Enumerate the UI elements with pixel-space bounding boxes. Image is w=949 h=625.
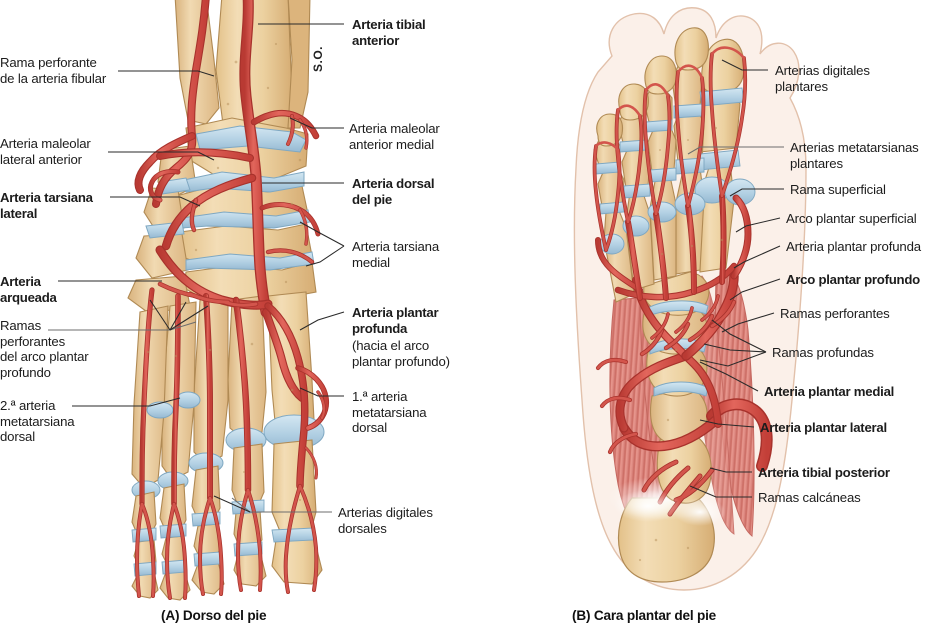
caption-panel-b: (B) Cara plantar del pie [572,608,717,623]
label-arterias-digitales-dorsales: Arterias digitales dorsales [338,505,433,536]
bone-texture-plantar [638,126,724,562]
leader-ramas-profundas-1 [711,319,767,353]
leader-arteria-plantar-profunda-b [733,245,781,269]
leader-tarsiana-medial-2 [305,245,345,267]
label-primera-arteria-metatarsiana-dorsal: 1.ª arteria metatarsiana dorsal [352,389,427,436]
leader-ramas-perforantes-2 [149,299,171,331]
label-arteria-plantar-profunda: Arteria plantar profunda [352,305,439,336]
label-ramas-perforantes-arco-plantar-profundo: Ramas perforantes del arco plantar profu… [0,318,89,380]
label-arterias-metatarsianas-plantares: Arterias metatarsianas plantares [790,140,919,171]
label-arco-plantar-superficial: Arco plantar superficial [786,211,917,226]
label-rama-perforante-arteria-fibular: Rama perforante de la arteria fibular [0,55,107,86]
leader-arco-plantar-profundo [729,278,781,301]
label-ramas-calcaneas: Ramas calcáneas [758,490,861,505]
leader-ramas-profundas-3 [699,351,767,367]
label-arteria-maleolar-anterior-medial: Arteria maleolar anterior medial [349,121,440,152]
leader-lines [48,23,784,513]
leader-arco-plantar-superficial [735,217,781,233]
leader-tarsiana-medial-1 [299,221,345,247]
aponeurosis-glow [614,490,682,522]
panel-b-plantar-illustration [573,7,807,591]
label-arteria-tibial-anterior: Arteria tibial anterior [352,17,426,48]
bones-leg-dorsum [174,0,311,141]
bones-phalanges-dorsum [131,439,323,601]
label-arterias-digitales-plantares: Arterias digitales plantares [775,63,870,94]
leader-maleolar-lateral-anterior [108,151,215,161]
leader-ramas-perforantes-3 [169,301,187,331]
leader-rama-perforante [118,70,215,77]
label-arteria-plantar-medial: Arteria plantar medial [764,384,895,399]
leader-maleolar-anterior-medial [289,117,344,129]
label-arteria-tibial-posterior: Arteria tibial posterior [758,465,890,480]
leader-digitales-plantares [721,59,768,71]
label-ramas-perforantes-b: Ramas perforantes [780,306,890,321]
leader-lines-panel-a-right [213,23,345,513]
label-arteria-maleolar-lateral-anterior: Arteria maleolar lateral anterior [0,136,91,167]
arteries-plantar [592,46,773,517]
label-arteria-tarsiana-lateral: Arteria tarsiana lateral [0,190,93,221]
leader-digitales-dorsales-2 [213,495,251,513]
cartilage-joints-dorsum [145,125,315,271]
leader-lines-panel-a-left [48,70,215,407]
label-rama-superficial: Rama superficial [790,182,886,197]
label-arco-plantar-profundo: Arco plantar profundo [786,272,920,287]
leader-ramas-perforantes-4 [169,305,209,331]
arteries-dorsum [134,0,330,600]
bone-texture-dorsum [146,42,302,502]
aponeurosis-glow-2 [674,498,726,526]
leader-plantar-profunda [299,311,345,331]
leader-tibial-posterior [709,467,752,473]
label-segunda-arteria-metatarsiana-dorsal: 2.ª arteria metatarsiana dorsal [0,398,75,445]
label-ramas-profundas: Ramas profundas [772,345,874,360]
leader-ramas-perforantes-b [721,312,775,333]
marker-so-text: S.O. [311,45,325,72]
label-arteria-dorsal-del-pie: Arteria dorsal del pie [352,176,435,207]
leader-rama-superficial [729,188,784,197]
leader-ramas-calcaneas [689,485,752,498]
leader-ramas-profundas-2 [703,343,767,353]
leader-tarsiana-lateral [110,196,201,207]
leader-plantar-lateral [699,419,755,428]
label-arteria-tarsiana-medial: Arteria tarsiana medial [352,239,440,270]
leader-lines-panel-b [687,59,784,498]
leader-plantar-medial [699,361,759,392]
leader-2a-metatarsiana-dorsal [72,397,181,407]
label-arteria-plantar-profunda-b: Arteria plantar profunda [786,239,921,254]
label-arteria-arqueada: Arteria arqueada [0,274,57,305]
caption-panel-a: (A) Dorso del pie [161,608,267,623]
label-arteria-plantar-lateral: Arteria plantar lateral [760,420,887,435]
leader-1a-metatarsiana-dorsal [299,387,344,397]
panel-a-dorsum-illustration [127,0,330,601]
label-arteria-plantar-profunda-subtext: (hacia el arco plantar profundo) [352,338,450,369]
leader-metatarsianas-plantares [687,146,784,155]
